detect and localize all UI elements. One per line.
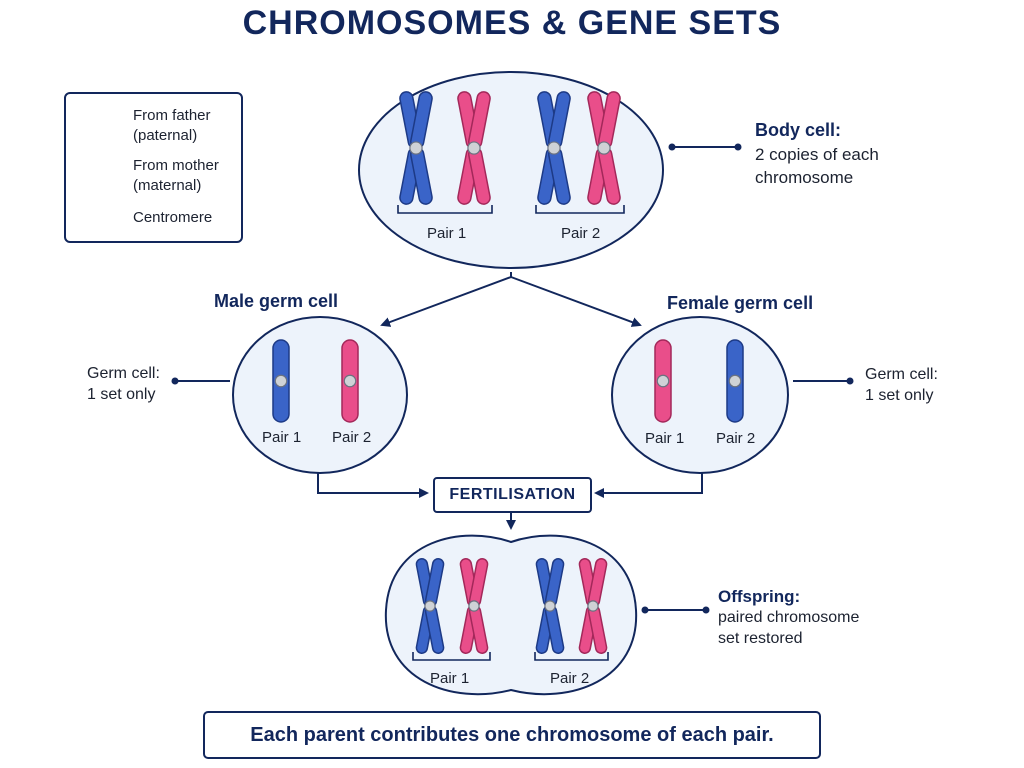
body-cell-heading: Body cell: <box>755 120 842 140</box>
body-cell-connector <box>668 143 742 151</box>
arrow-female-to-fertilisation <box>594 473 703 498</box>
offspring-pair1-bracket <box>412 652 491 661</box>
male-pair2-label: Pair 2 <box>332 429 372 446</box>
male-germ-cell <box>232 316 408 474</box>
legend-paternal-line-1: From father <box>133 107 211 124</box>
offspring-pair2-label: Pair 2 <box>550 670 590 687</box>
female-germ-cell-heading: Female germ cell <box>667 293 814 313</box>
female-germ-cell-note: Germ cell: 1 set only <box>865 364 938 406</box>
body-pair1-paternal-chromosome <box>399 91 433 205</box>
female-pair1-label: Pair 1 <box>645 430 685 447</box>
offspring-pair2-bracket <box>534 652 609 661</box>
offspring-heading: Offspring: <box>718 587 801 606</box>
arrow-male-to-fertilisation <box>317 473 429 498</box>
female-note-connector <box>793 377 854 385</box>
male-note-line-2: 1 set only <box>87 386 156 403</box>
body-cell <box>358 71 664 269</box>
body-pair2-bracket <box>535 205 625 214</box>
offspring-cell <box>384 534 638 696</box>
male-pair2-chromosome <box>341 339 359 423</box>
page-title: CHROMOSOMES & GENE SETS <box>242 4 782 42</box>
legend-maternal-line-1: From mother <box>133 157 219 174</box>
offspring-description: paired chromosome set restored <box>718 607 859 649</box>
female-pair1-chromosome <box>654 339 672 423</box>
male-germ-cell-heading: Male germ cell <box>214 291 339 311</box>
body-pair2-maternal-chromosome <box>587 91 621 205</box>
male-germ-cell-note: Germ cell: 1 set only <box>87 363 160 405</box>
female-pair2-chromosome <box>726 339 744 423</box>
arrow-to-female <box>510 276 642 327</box>
offspring-pair1-paternal-chromosome <box>415 558 445 654</box>
offspring-connector <box>641 606 710 614</box>
offspring-pair1-label: Pair 1 <box>430 670 470 687</box>
offspring-pair2-maternal-chromosome <box>578 558 608 654</box>
male-pair1-chromosome <box>272 339 290 423</box>
male-note-line-1: Germ cell: <box>87 365 160 382</box>
legend-maternal-line-2: (maternal) <box>133 177 202 194</box>
male-pair1-label: Pair 1 <box>262 429 302 446</box>
body-pair2-paternal-chromosome <box>537 91 571 205</box>
offspring-line-1: paired chromosome <box>718 609 860 626</box>
body-pair1-bracket <box>397 205 493 214</box>
fertilisation-box: FERTILISATION <box>433 477 592 513</box>
female-note-line-2: 1 set only <box>865 387 934 404</box>
body-pair2-label: Pair 2 <box>561 225 601 242</box>
offspring-pair2-paternal-chromosome <box>535 558 565 654</box>
legend-paternal-label: From father (paternal) <box>133 106 211 146</box>
arrow-to-male <box>380 272 512 327</box>
legend-maternal-label: From mother (maternal) <box>133 156 219 196</box>
offspring-line-2: set restored <box>718 630 803 647</box>
female-note-line-1: Germ cell: <box>865 366 938 383</box>
body-cell-description: 2 copies of each chromosome <box>755 143 879 189</box>
body-pair1-maternal-chromosome <box>457 91 491 205</box>
male-note-connector <box>171 377 230 385</box>
legend-centromere-label: Centromere <box>133 209 213 226</box>
female-germ-cell <box>611 316 789 474</box>
body-pair1-label: Pair 1 <box>427 225 467 242</box>
offspring-pair1-maternal-chromosome <box>459 558 489 654</box>
chromosome-layer <box>272 91 744 654</box>
body-cell-line-1: 2 copies of each <box>755 145 879 164</box>
female-pair2-label: Pair 2 <box>716 430 756 447</box>
body-cell-line-2: chromosome <box>755 168 854 187</box>
summary-statement: Each parent contributes one chromosome o… <box>203 711 821 759</box>
legend-paternal-line-2: (paternal) <box>133 127 198 144</box>
legend <box>64 92 243 243</box>
